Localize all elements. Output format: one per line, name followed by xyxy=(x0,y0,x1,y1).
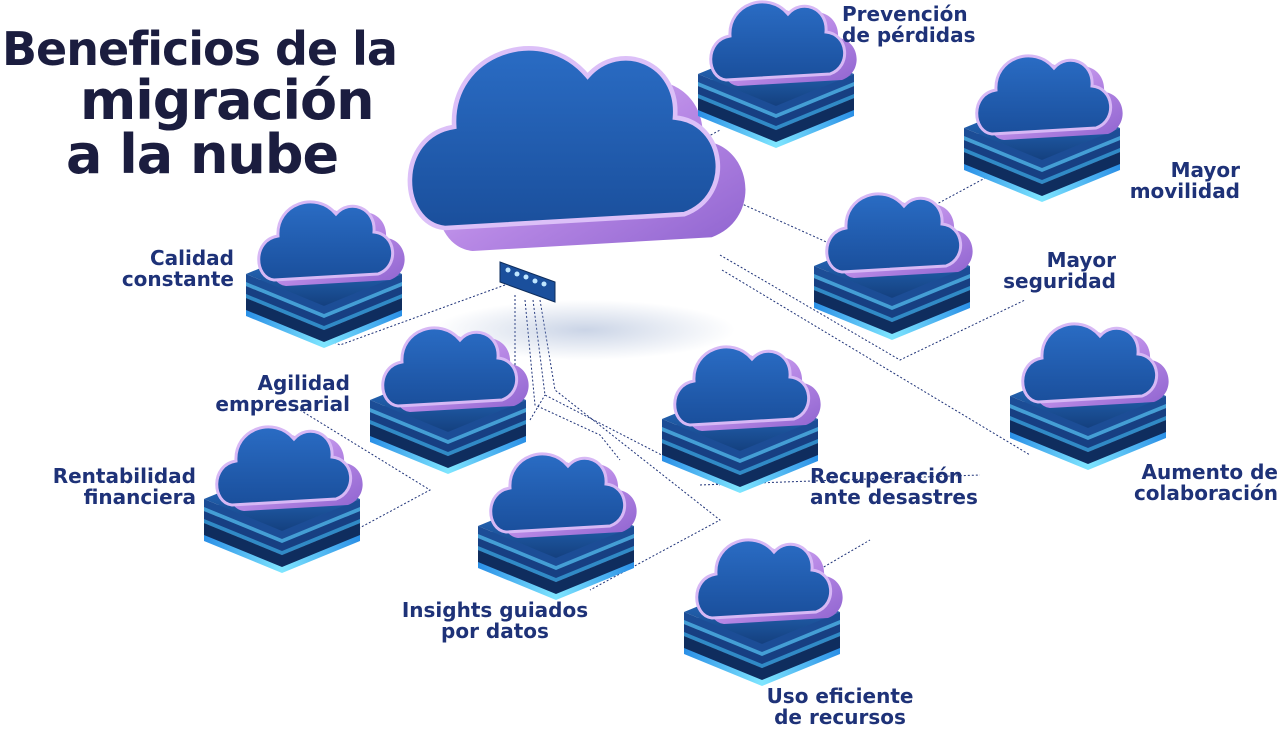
label-seguridad: Mayor seguridad xyxy=(960,250,1116,292)
label-seguridad-line2: seguridad xyxy=(1003,269,1116,293)
label-recursos-line2: de recursos xyxy=(774,705,906,729)
cloud-unit-calidad xyxy=(244,200,407,350)
label-movilidad-line2: movilidad xyxy=(1129,179,1240,203)
label-recuperacion-line1: Recuperación xyxy=(810,464,963,488)
main-cloud xyxy=(407,46,746,252)
label-rentabilidad-line1: Rentabilidad xyxy=(52,464,196,488)
title-line-1: Beneficios de la xyxy=(2,22,398,76)
label-recursos-line1: Uso eficiente xyxy=(766,684,914,708)
label-movilidad: Mayor movilidad xyxy=(1100,160,1240,202)
label-recuperacion-line2: ante desastres xyxy=(810,485,978,509)
label-agilidad-line2: empresarial xyxy=(215,392,350,416)
cloud-unit-rentabilidad xyxy=(202,425,365,575)
cloud-unit-seguridad xyxy=(812,192,975,342)
label-prevencion-line2: de pérdidas xyxy=(842,23,976,47)
label-insights: Insights guiados por datos xyxy=(380,600,610,642)
cloud-unit-colaboracion xyxy=(1008,322,1171,472)
cloud-unit-movilidad xyxy=(962,54,1125,204)
label-calidad-line1: Calidad xyxy=(149,246,234,270)
label-rentabilidad-line2: financiera xyxy=(83,485,196,509)
label-prevencion: Prevención de pérdidas xyxy=(842,4,975,46)
cloud-unit-insights xyxy=(476,452,639,602)
cloud-unit-prevencion xyxy=(696,0,859,150)
label-insights-line2: por datos xyxy=(441,619,549,643)
label-rentabilidad: Rentabilidad financiera xyxy=(10,466,196,508)
label-agilidad-line1: Agilidad xyxy=(257,371,351,395)
label-prevencion-line1: Prevención xyxy=(842,2,968,26)
cloud-unit-recuperacion xyxy=(660,345,823,495)
label-movilidad-line1: Mayor xyxy=(1170,158,1240,182)
label-seguridad-line1: Mayor xyxy=(1046,248,1116,272)
label-insights-line1: Insights guiados xyxy=(401,598,589,622)
cloud-unit-agilidad xyxy=(368,326,531,476)
main-cloud-shadow xyxy=(435,300,735,360)
label-calidad-line2: constante xyxy=(121,267,234,291)
label-colaboracion-line1: Aumento de xyxy=(1141,460,1278,484)
cloud-port-icon xyxy=(499,261,556,303)
title-line-2: migración xyxy=(80,69,375,132)
label-recuperacion: Recuperación ante desastres xyxy=(810,466,978,508)
label-colaboracion: Aumento de colaboración xyxy=(1100,462,1278,504)
label-colaboracion-line2: colaboración xyxy=(1133,481,1278,505)
label-agilidad: Agilidad empresarial xyxy=(180,373,350,415)
cloud-unit-recursos xyxy=(682,538,845,688)
label-calidad: Calidad constante xyxy=(90,248,234,290)
title-line-3: a la nube xyxy=(66,123,339,186)
label-recursos: Uso eficiente de recursos xyxy=(740,686,940,728)
